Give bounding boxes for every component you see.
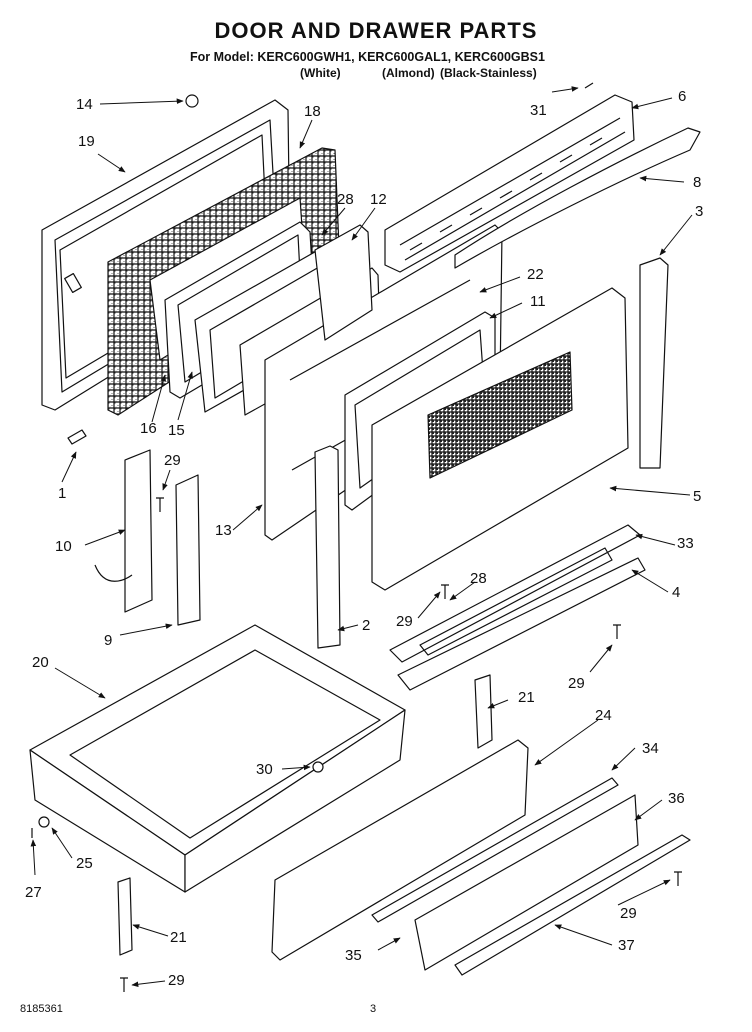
callout-35: 35 bbox=[345, 947, 362, 964]
part-29-screw-c bbox=[613, 625, 621, 639]
callout-15: 15 bbox=[168, 422, 185, 439]
callout-13: 13 bbox=[215, 522, 232, 539]
callout-29-e: 29 bbox=[620, 905, 637, 922]
callout-21-b: 21 bbox=[170, 929, 187, 946]
page-number: 3 bbox=[370, 1003, 377, 1015]
part-24-drawer-front bbox=[272, 740, 528, 960]
callout-3: 3 bbox=[695, 203, 704, 220]
part-10-spring bbox=[95, 565, 132, 581]
callout-5: 5 bbox=[693, 488, 702, 505]
callout-27: 27 bbox=[25, 884, 42, 901]
callout-9: 9 bbox=[104, 632, 113, 649]
variant-white: (White) bbox=[300, 66, 341, 80]
callout-1: 1 bbox=[58, 485, 67, 502]
callout-28-b: 28 bbox=[470, 570, 487, 587]
callout-12: 12 bbox=[370, 191, 387, 208]
part-3-side-trim bbox=[640, 258, 668, 468]
part-12-trim bbox=[315, 225, 372, 340]
part-number: 8185361 bbox=[20, 1003, 63, 1015]
callout-19: 19 bbox=[78, 133, 95, 150]
part-8-door-handle bbox=[455, 128, 700, 268]
callout-33: 33 bbox=[677, 535, 694, 552]
callout-6: 6 bbox=[678, 88, 687, 105]
callout-16: 16 bbox=[140, 420, 157, 437]
callout-21-a: 21 bbox=[518, 689, 535, 706]
callout-4: 4 bbox=[672, 584, 681, 601]
callout-37: 37 bbox=[618, 937, 635, 954]
callout-25: 25 bbox=[76, 855, 93, 872]
callout-31: 31 bbox=[530, 102, 547, 119]
part-21-bracket-lower bbox=[118, 878, 132, 955]
part-14-bumper bbox=[186, 95, 198, 107]
callout-11: 11 bbox=[530, 293, 546, 310]
part-6-vent-trim bbox=[385, 95, 634, 272]
part-29-screw-e bbox=[674, 872, 682, 886]
part-29-screw-d bbox=[120, 978, 128, 992]
callout-29-d: 29 bbox=[168, 972, 185, 989]
part-29-screw-a bbox=[156, 498, 164, 512]
callout-18: 18 bbox=[304, 103, 321, 120]
part-30-bushing bbox=[313, 762, 323, 772]
callout-8: 8 bbox=[693, 174, 702, 191]
page-title: DOOR AND DRAWER PARTS bbox=[214, 18, 538, 43]
part-9-filler bbox=[176, 475, 200, 625]
part-5-outer-door bbox=[372, 288, 628, 590]
variant-black-stainless: (Black-Stainless) bbox=[440, 66, 537, 80]
part-33-4-drawer-rails bbox=[390, 525, 645, 690]
callout-22: 22 bbox=[527, 266, 544, 283]
callout-20: 20 bbox=[32, 654, 49, 671]
part-37-bottom-trim bbox=[455, 835, 690, 975]
model-line: For Model: KERC600GWH1, KERC600GAL1, KER… bbox=[190, 50, 545, 64]
part-25-grommet bbox=[39, 817, 49, 827]
callout-34: 34 bbox=[642, 740, 659, 757]
part-20-drawer bbox=[30, 625, 405, 892]
part-2-door-post bbox=[315, 446, 340, 648]
callout-29-b: 29 bbox=[396, 613, 413, 630]
variant-almond: (Almond) bbox=[382, 66, 435, 80]
callout-10: 10 bbox=[55, 538, 72, 555]
part-36-drawer-glass bbox=[415, 795, 638, 970]
callout-28: 28 bbox=[337, 191, 354, 208]
callout-14: 14 bbox=[76, 96, 93, 113]
leader-lines bbox=[30, 86, 692, 988]
part-21-bracket-upper bbox=[475, 675, 492, 748]
part-34-trim-strip bbox=[372, 778, 618, 922]
callout-29-a: 29 bbox=[164, 452, 181, 469]
callout-24: 24 bbox=[595, 707, 612, 724]
callout-30: 30 bbox=[256, 761, 273, 778]
part-29-screw-b bbox=[441, 585, 449, 599]
part-1-clip bbox=[68, 430, 86, 444]
callout-2: 2 bbox=[362, 617, 371, 634]
part-31-screw bbox=[585, 83, 593, 88]
callout-36: 36 bbox=[668, 790, 685, 807]
part-10-hinge-bracket bbox=[125, 450, 152, 612]
callout-29-c: 29 bbox=[568, 675, 585, 692]
